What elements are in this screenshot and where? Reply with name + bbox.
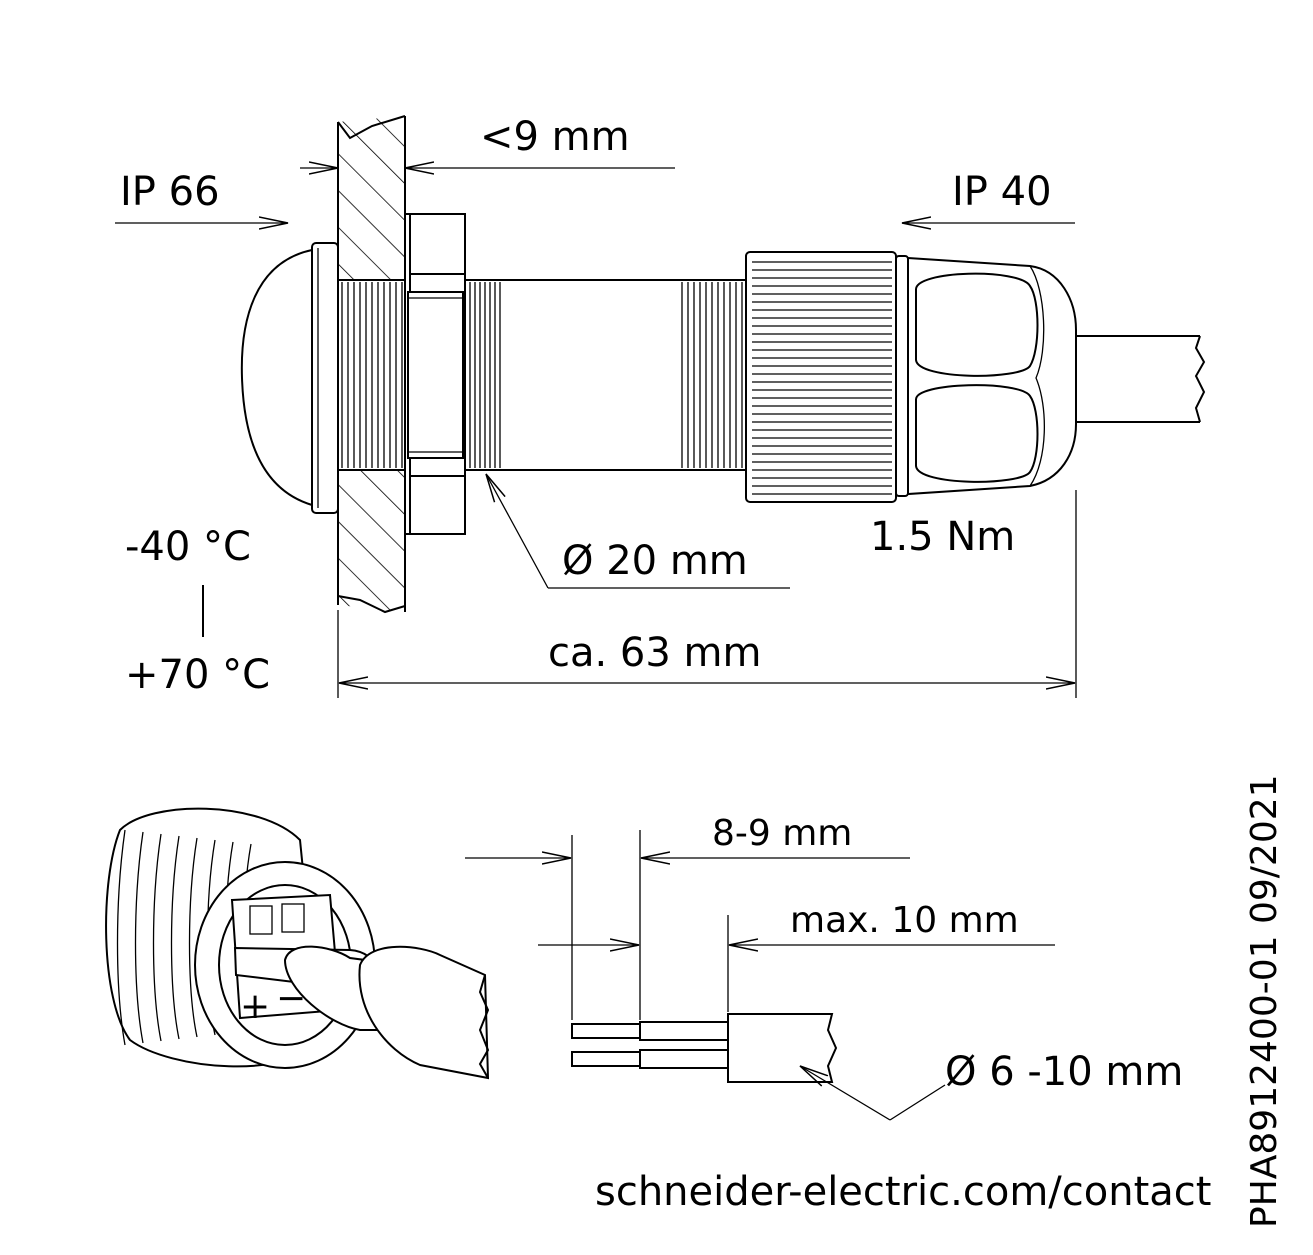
cable-gland: [907, 256, 1077, 496]
strip-length-label: 8-9 mm: [712, 813, 852, 854]
rib-line: [152, 833, 162, 1042]
ip66-callout: IP 66: [115, 169, 288, 223]
connector-perspective-view: + −: [105, 807, 490, 1080]
sheath-length-dimension: max. 10 mm: [538, 900, 1055, 945]
terminal-minus-label: −: [276, 978, 306, 1019]
threaded-body: [337, 279, 409, 471]
ip66-label: IP 66: [120, 169, 220, 215]
ip40-label: IP 40: [952, 169, 1052, 215]
overall-length-dimension: ca. 63 mm: [337, 490, 1077, 698]
cable-diameter-label: Ø 6 -10 mm: [945, 1049, 1183, 1095]
terminal-plus-label: +: [240, 986, 270, 1027]
length-label: ca. 63 mm: [548, 630, 761, 676]
temperature-range: -40 °C +70 °C: [125, 524, 270, 698]
document-reference: PHA8912400-01 09/2021: [1244, 774, 1285, 1228]
panel-thickness-label: <9 mm: [480, 114, 630, 160]
stripped-cable: [571, 1013, 838, 1083]
torque-label: 1.5 Nm: [870, 514, 1015, 560]
temp-max-label: +70 °C: [125, 652, 270, 698]
contact-url: schneider-electric.com/contact: [595, 1169, 1211, 1215]
cable-stripping-diagram: 8-9 mm max. 10 mm Ø 6 -10 mm: [465, 813, 1183, 1121]
panel-nut: [404, 213, 466, 535]
front-dome-lens: [240, 242, 339, 514]
cable-diameter-callout: Ø 6 -10 mm: [800, 1049, 1183, 1121]
sheath-length-label: max. 10 mm: [790, 900, 1019, 941]
diameter-callout: Ø 20 mm: [486, 474, 790, 589]
rear-tube: [464, 279, 751, 471]
knurled-cable-nut: [745, 251, 909, 503]
side-view: <9 mm IP 66 IP 40 Ø 20 mm 1.5 Nm -40 °C …: [115, 114, 1206, 698]
temp-min-label: -40 °C: [125, 524, 251, 570]
cable: [1076, 335, 1206, 423]
rib-line: [170, 835, 180, 1040]
strip-length-dimension: 8-9 mm: [465, 813, 910, 858]
diameter-label: Ø 20 mm: [562, 538, 748, 584]
rib-line: [116, 829, 126, 1046]
rib-line: [134, 831, 144, 1044]
rib-line: [188, 837, 198, 1038]
panel-thickness-dimension: <9 mm: [300, 114, 675, 168]
ip40-callout: IP 40: [902, 169, 1075, 223]
